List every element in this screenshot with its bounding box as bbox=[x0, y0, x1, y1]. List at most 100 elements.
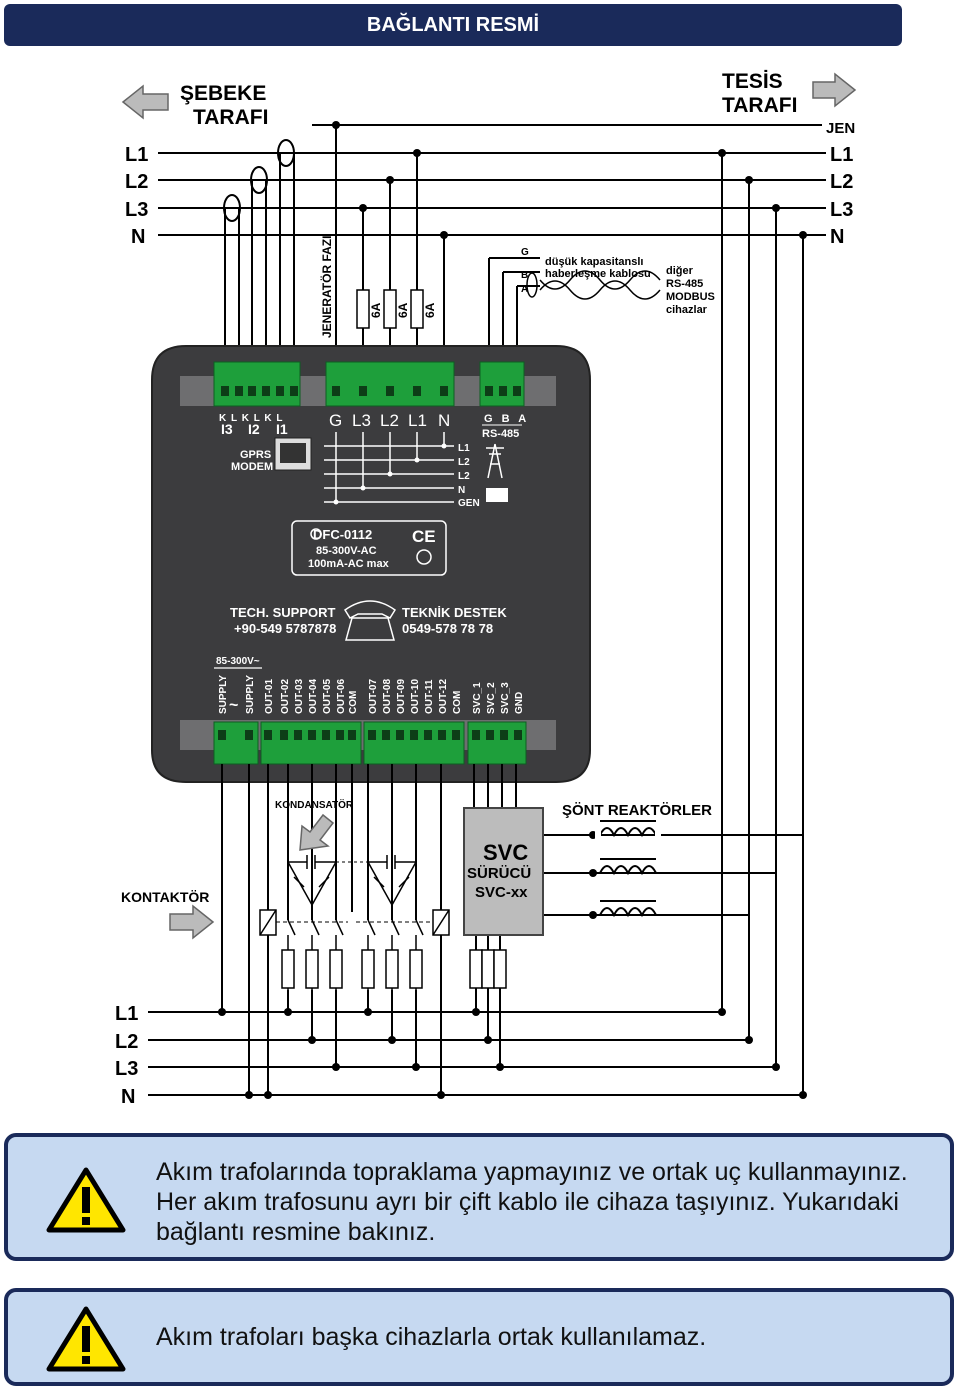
product-badge bbox=[291, 520, 447, 576]
telephone-icon bbox=[343, 600, 397, 641]
terminal-label-out-12: OUT-12 bbox=[438, 679, 449, 714]
generator-icon bbox=[486, 488, 508, 502]
model-label: DFC-0112 bbox=[313, 527, 372, 542]
svc-label: SVC bbox=[483, 840, 528, 865]
rs485-label: RS-485 bbox=[482, 428, 519, 440]
bottom-phase-l2: L2 bbox=[115, 1031, 138, 1053]
terminal-pin bbox=[264, 730, 272, 740]
terminal-label-out-11: OUT-11 bbox=[424, 679, 435, 714]
destek-label: TEKNİK DESTEK bbox=[402, 605, 507, 620]
line-label-l1: L1 bbox=[458, 443, 470, 454]
terminal-pin bbox=[308, 730, 316, 740]
terminal-pin bbox=[424, 730, 432, 740]
twisted-pair-cable bbox=[539, 270, 661, 300]
cable-label-1: düşük kapasitanslı bbox=[545, 256, 643, 268]
current-label: 100mA-AC max bbox=[308, 558, 390, 570]
terminal-label-out-09: OUT-09 bbox=[396, 679, 407, 714]
destek-phone: 0549-578 78 78 bbox=[402, 621, 493, 636]
terminal-label-out-06: OUT-06 bbox=[336, 679, 347, 714]
other-devices-3: MODBUS bbox=[666, 291, 715, 303]
contactor-coil-icon bbox=[259, 909, 450, 936]
brand-logo-icon bbox=[310, 528, 322, 540]
phase-label-r-l3: L3 bbox=[830, 199, 853, 221]
terminal-label-svc-2: SVC_2 bbox=[486, 682, 497, 714]
terminal-label-gnd: GND bbox=[514, 692, 525, 714]
gprs-label: GPRS bbox=[240, 449, 271, 461]
ct-label-i1: I1 bbox=[276, 421, 288, 437]
volt-term-n: N bbox=[438, 411, 450, 430]
terminal-label-out-07: OUT-07 bbox=[368, 679, 379, 714]
support-label: TECH. SUPPORT bbox=[230, 605, 336, 620]
terminal-pin bbox=[452, 730, 460, 740]
fuses-bottom bbox=[281, 949, 507, 989]
certification-icon bbox=[416, 549, 432, 565]
pylon-icon bbox=[486, 443, 504, 479]
terminal-label-svc-3: SVC_3 bbox=[500, 682, 511, 714]
shunt-reactor-icon bbox=[599, 820, 657, 918]
grid-side-label-1: ŞEBEKE bbox=[180, 82, 266, 105]
terminal-pin bbox=[514, 730, 522, 740]
terminal-pin bbox=[218, 730, 226, 740]
warning-icon bbox=[46, 1306, 126, 1372]
terminal-pin bbox=[336, 730, 344, 740]
terminal-pin bbox=[500, 730, 508, 740]
rs485-pin-a: A bbox=[521, 284, 528, 295]
other-devices-2: RS-485 bbox=[666, 278, 703, 290]
volt-term-l3: L3 bbox=[352, 411, 371, 430]
fuse-label-3: 6A bbox=[423, 302, 437, 318]
left-arrow-icon bbox=[121, 84, 169, 120]
plant-side-label-1: TESİS bbox=[722, 70, 783, 93]
supply-range: 85-300V~ bbox=[216, 656, 260, 667]
warning-text-2: Akım trafoları başka cihazlarla ortak ku… bbox=[156, 1323, 707, 1351]
terminal-pin bbox=[472, 730, 480, 740]
terminal-label-com: COM bbox=[348, 691, 359, 714]
gen-phase-label: JENERATÖR FAZI bbox=[319, 236, 334, 338]
terminal-pin bbox=[396, 730, 404, 740]
rs485-terms: G B A bbox=[484, 413, 529, 425]
plant-side-label-2: TARAFI bbox=[722, 94, 797, 117]
reactor-label: ŞÖNT REAKTÖRLER bbox=[562, 802, 712, 819]
terminal-pin bbox=[368, 730, 376, 740]
line-label-l2a: L2 bbox=[458, 457, 470, 468]
ct-kl-label: K L K L K L bbox=[219, 413, 284, 424]
terminal-label-out-03: OUT-03 bbox=[294, 679, 305, 714]
bottom-phase-n: N bbox=[121, 1086, 135, 1108]
svc-model-label: SVC-xx bbox=[475, 884, 528, 901]
warning-icon bbox=[46, 1167, 126, 1233]
line-label-l2b: L2 bbox=[458, 471, 470, 482]
terminal-label-supply: SUPPLY bbox=[245, 675, 256, 714]
capacitor-label: KONDANSATÖR bbox=[275, 798, 354, 811]
capacitor-pointer-arrow-icon bbox=[299, 813, 335, 851]
terminal-pin bbox=[410, 730, 418, 740]
line-label-n: N bbox=[458, 485, 465, 496]
terminal-label-supply: SUPPLY bbox=[218, 675, 229, 714]
terminal-label-svc-1: SVC_1 bbox=[472, 682, 483, 714]
warning-box-2: Akım trafoları başka cihazlarla ortak ku… bbox=[4, 1288, 954, 1386]
phase-label-l3: L3 bbox=[125, 199, 148, 221]
line-label-gen: GEN bbox=[458, 498, 480, 509]
svc-driver-box bbox=[463, 807, 544, 936]
voltage-label: 85-300V-AC bbox=[316, 545, 377, 557]
top-busbars bbox=[158, 124, 826, 236]
warning-box-1: Akım trafolarında topraklama yapmayınız … bbox=[4, 1133, 954, 1261]
cable-label-2: haberleşme kablosu bbox=[545, 268, 651, 280]
gen-label: JEN bbox=[826, 120, 855, 137]
phase-label-n: N bbox=[131, 226, 145, 248]
top-terminal-blocks bbox=[213, 361, 525, 407]
terminal-pin bbox=[348, 730, 356, 740]
phase-label-r-l2: L2 bbox=[830, 171, 853, 193]
terminal-pin bbox=[486, 730, 494, 740]
rs485-pin-b: B bbox=[521, 270, 528, 281]
fuses-top bbox=[356, 289, 424, 329]
warning-text-1: Akım trafolarında topraklama yapmayınız … bbox=[156, 1158, 908, 1246]
bottom-phase-l3: L3 bbox=[115, 1058, 138, 1080]
rs485-pin-g: G bbox=[521, 247, 529, 258]
terminal-label-out-04: OUT-04 bbox=[308, 679, 319, 714]
fuse-label-1: 6A bbox=[369, 302, 383, 318]
ct-label-i3: I3 bbox=[221, 421, 233, 437]
bottom-phase-l1: L1 bbox=[115, 1003, 138, 1025]
volt-term-g: G bbox=[329, 411, 342, 430]
ce-mark-icon: CE bbox=[412, 527, 436, 546]
phase-label-r-l1: L1 bbox=[830, 144, 853, 166]
